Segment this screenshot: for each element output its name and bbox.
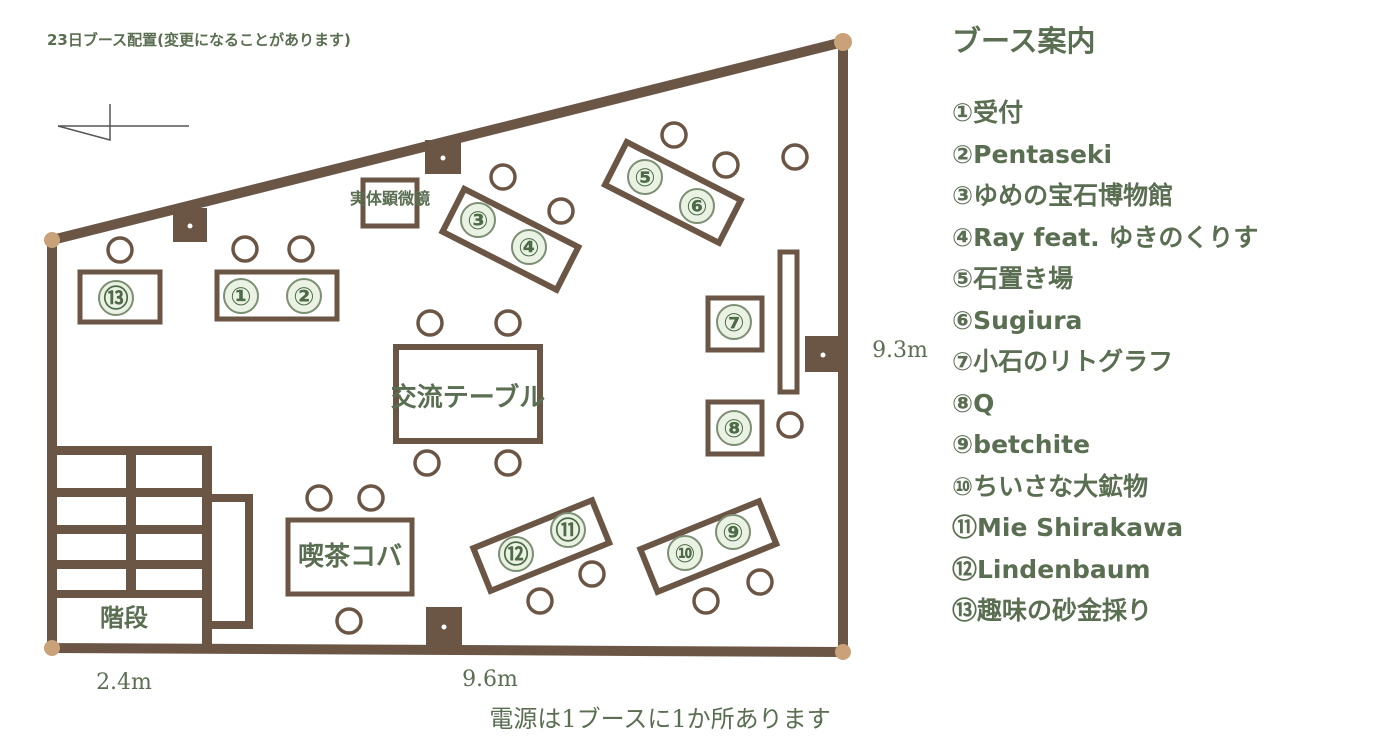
- booth-5-marker: ⑤: [627, 159, 663, 195]
- legend-item: ②Pentaseki: [952, 139, 1113, 169]
- booth-11-marker: ⑪: [550, 512, 586, 548]
- booth-2-marker: ②: [286, 278, 322, 314]
- booth-7-marker: ⑦: [716, 304, 752, 340]
- legend-item: ⑨betchite: [952, 430, 1091, 459]
- booth-1-marker: ①: [223, 278, 259, 314]
- chairs: [106, 121, 809, 635]
- booth-5-number: ⑤: [634, 163, 655, 192]
- booth-9-marker: ⑨: [715, 514, 751, 550]
- stairs: [52, 446, 253, 651]
- booth-7-number: ⑦: [723, 308, 744, 337]
- booth-4-number: ④: [518, 233, 539, 262]
- booth-markers: ① ② ③ ④ ⑤ ⑥ ⑦ ⑧: [98, 159, 752, 572]
- legend-item: ⑫Lindenbaum: [952, 554, 1151, 584]
- legend-item: ④Ray feat. ゆきのくりす: [952, 222, 1259, 252]
- booth-2-number: ②: [293, 282, 314, 311]
- legend-item: ⑥Sugiura: [952, 305, 1083, 335]
- exchange-table-label: 交流テーブル: [391, 382, 545, 413]
- legend-item: ⑦小石のリトグラフ: [952, 347, 1174, 376]
- booth-11-number: ⑪: [555, 516, 580, 545]
- exchange-table: [393, 344, 543, 444]
- booth-13-number: ⑬: [103, 284, 128, 313]
- partition-wall: [777, 249, 800, 395]
- legend-item: ⑤石置き場: [952, 264, 1074, 293]
- power-outlet-pillars: [173, 140, 843, 647]
- booth-13-marker: ⑬: [98, 280, 134, 316]
- legend-item: ⑧Q: [952, 388, 995, 418]
- booth-8-marker: ⑧: [716, 410, 752, 446]
- north-arrow: [57, 104, 189, 141]
- booth-6-marker: ⑥: [679, 188, 715, 224]
- microscope-stand: [360, 177, 420, 229]
- booth-6-number: ⑥: [686, 192, 707, 221]
- power-note: 電源は1ブースに1か所あります: [489, 705, 830, 733]
- page-title: 23日ブース配置(変更になることがあります): [47, 31, 351, 49]
- booth-9-number: ⑨: [722, 518, 743, 547]
- booth-3-marker: ③: [460, 202, 496, 238]
- legend-item: ⑩ちいさな大鉱物: [952, 471, 1149, 501]
- booth-4-marker: ④: [511, 229, 547, 265]
- legend-item: ⑬趣味の砂金採り: [952, 596, 1153, 625]
- dimension-bottom: 9.6m: [462, 667, 518, 692]
- cafe-table: [285, 517, 415, 597]
- booth-12-marker: ⑫: [498, 536, 534, 572]
- dimension-right: 9.3m: [872, 338, 928, 363]
- booth-12-number: ⑫: [503, 540, 528, 569]
- legend-item: ③ゆめの宝石博物館: [952, 181, 1174, 210]
- booth-3-number: ③: [467, 206, 488, 235]
- booth-legend: ①受付 ②Pentaseki ③ゆめの宝石博物館 ④Ray feat. ゆきのく…: [952, 92, 1258, 632]
- stairs-label: 階段: [100, 604, 148, 632]
- booth-10-number: ⑩: [674, 539, 695, 568]
- legend-item: ①受付: [952, 98, 1024, 127]
- dimension-bottom-left: 2.4m: [96, 670, 152, 695]
- booth-1-number: ①: [230, 282, 251, 311]
- legend-item: ⑪Mie Shirakawa: [952, 513, 1184, 542]
- booth-8-number: ⑧: [723, 414, 744, 443]
- microscope-label: 実体顕微鏡: [350, 189, 430, 208]
- cafe-label: 喫茶コバ: [298, 542, 402, 572]
- corner-posts: [44, 33, 852, 660]
- booth-10-marker: ⑩: [667, 535, 703, 571]
- legend-title: ブース案内: [952, 24, 1096, 58]
